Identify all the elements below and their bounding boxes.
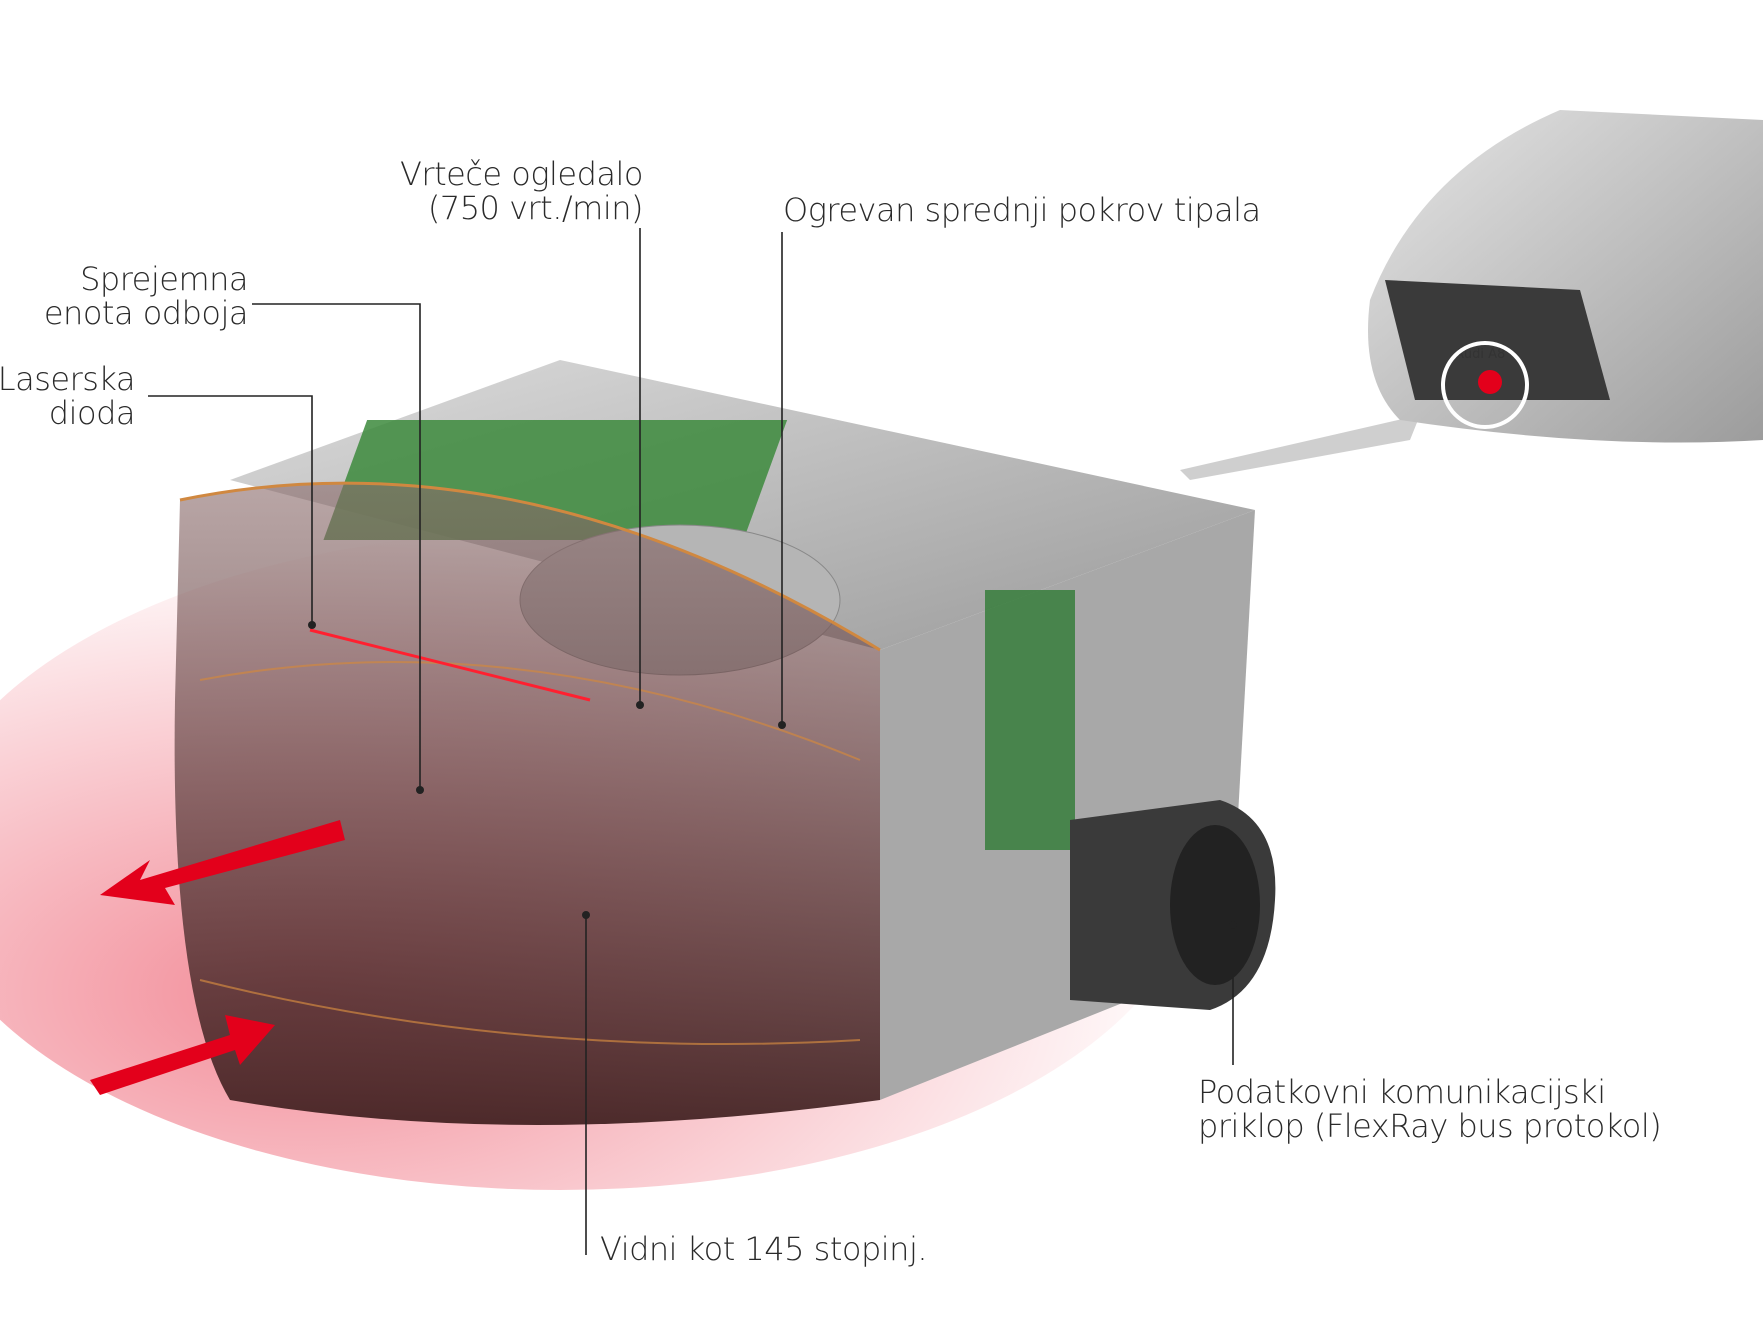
car-badge: Audi A8 <box>1455 347 1505 362</box>
label-spinning-mirror: Vrteče ogledalo (750 vrt./min) <box>400 157 643 225</box>
label-line: Vrteče ogledalo <box>400 155 643 193</box>
label-line: Podatkovni komunikacijski <box>1198 1073 1606 1111</box>
label-line: Sprejemna <box>80 260 248 298</box>
label-line: (750 vrt./min) <box>427 189 644 227</box>
label-line: enota odboja <box>43 294 249 332</box>
label-line: dioda <box>48 394 136 432</box>
label-field-of-view: Vidni kot 145 stopinj. <box>600 1230 928 1268</box>
label-data-connector: Podatkovni komunikacijski priklop (FlexR… <box>1198 1073 1662 1145</box>
label-laser-diode: Laserska dioda <box>0 360 136 432</box>
label-receiver-unit: Sprejemna enota odboja <box>43 260 249 332</box>
sensor-location-marker <box>1441 341 1529 429</box>
label-heated-cover: Ogrevan sprednji pokrov tipala <box>783 191 1261 229</box>
pcb-side <box>985 590 1075 850</box>
outgoing-beam-arrow <box>100 820 345 905</box>
car-pointer <box>1180 415 1420 480</box>
label-line: Laserska <box>0 360 136 398</box>
leader-lines <box>148 228 1234 1255</box>
label-line: priklop (FlexRay bus protokol) <box>1198 1107 1662 1145</box>
heated-front-cover <box>174 483 881 1125</box>
incoming-beam-arrow <box>90 1015 275 1095</box>
